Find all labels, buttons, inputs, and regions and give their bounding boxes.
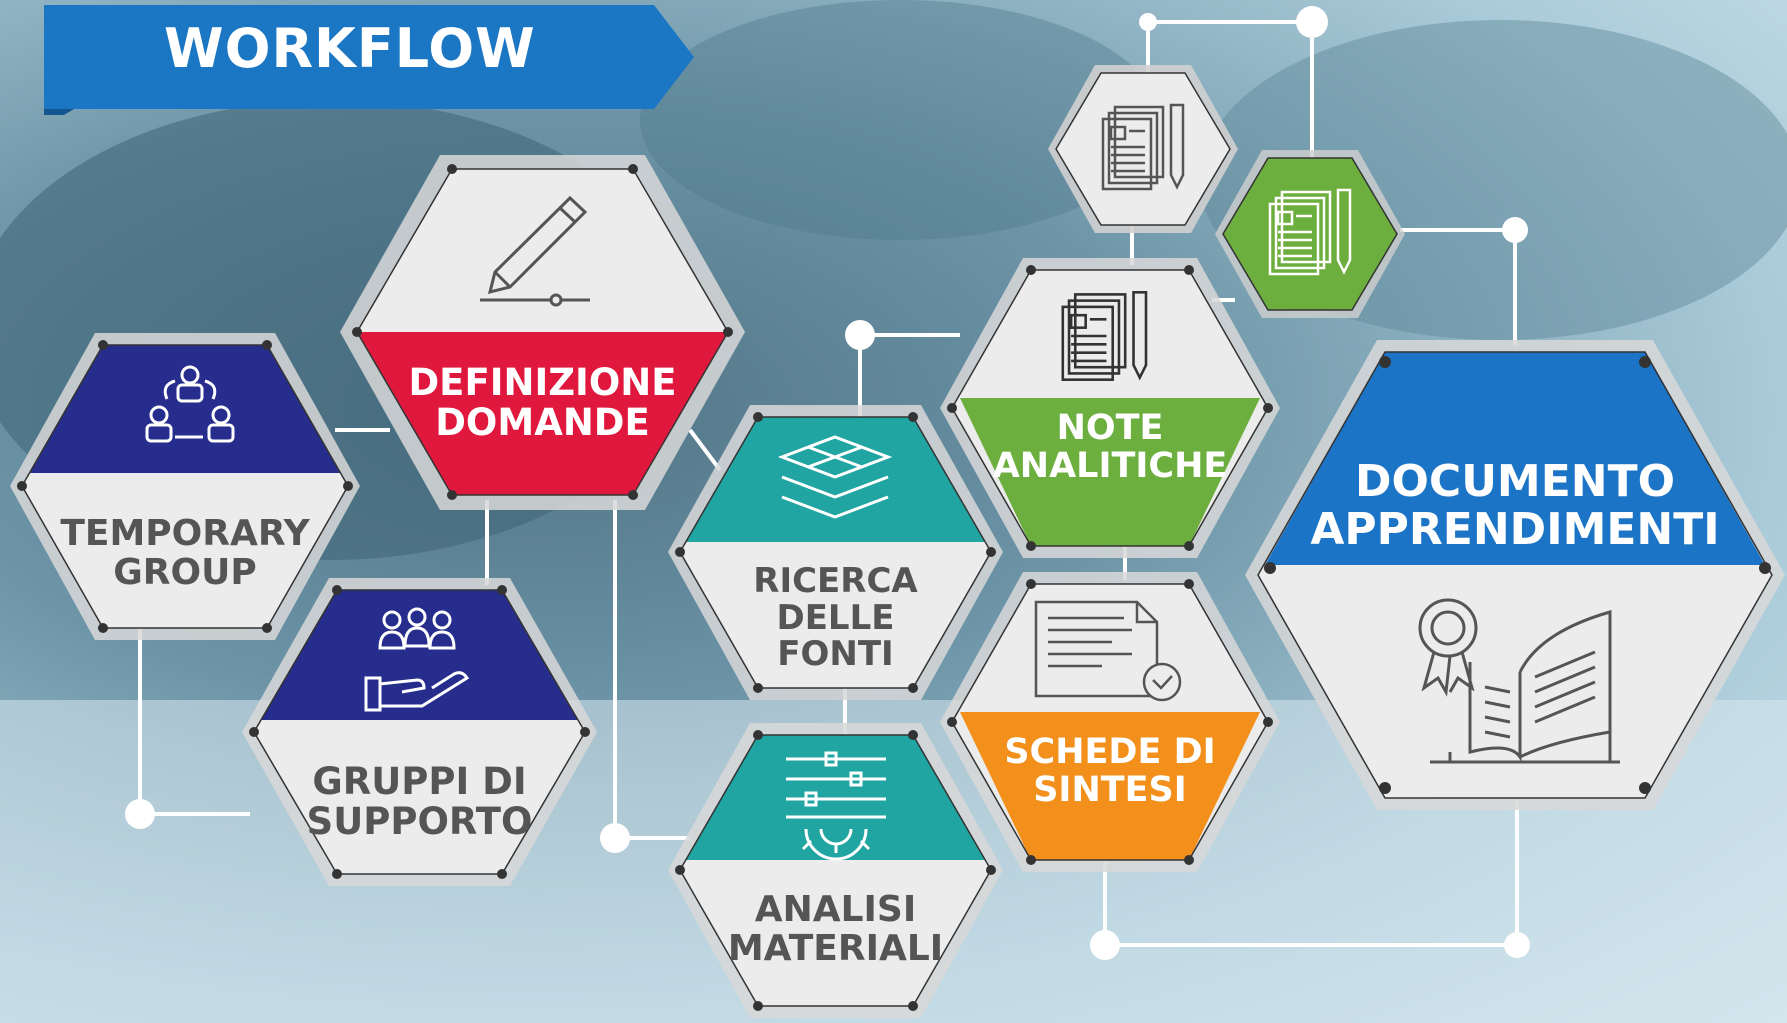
pencil-icon (480, 195, 590, 307)
ricerca-delle-fonti-label: RICERCA DELLE FONTI (753, 561, 918, 675)
workflow-banner: WORKFLOW (44, 5, 694, 127)
page-title: WORKFLOW (164, 17, 536, 80)
team-cycle-icon (145, 365, 235, 443)
hex-gruppi-di-supporto: GRUPPI DI SUPPORTO (242, 578, 597, 886)
document-check-icon (1034, 600, 1182, 702)
hex-ricerca-delle-fonti: RICERCA DELLE FONTI (668, 405, 1003, 700)
gruppi-di-supporto-label: GRUPPI DI SUPPORTO (306, 760, 533, 843)
hex-schede-di-sintesi: SCHEDE DI SINTESI (940, 572, 1280, 872)
hex-notes-green (1215, 150, 1405, 318)
analisi-materiali-label: ANALISI MATERIALI (727, 889, 944, 969)
notepad-pencil-icon (1268, 188, 1352, 276)
notepad-pencil-icon (1061, 291, 1148, 381)
definizione-domande-label: DEFINIZIONE DOMANDE (408, 361, 677, 444)
hex-temporary-group: TEMPORARY GROUP (10, 333, 360, 640)
note-analitiche-label: NOTE ANALITICHE (992, 408, 1228, 486)
hex-documento-apprendimenti: DOCUMENTO APPRENDIMENTI (1245, 340, 1785, 810)
layers-icon (777, 435, 893, 519)
notepad-pencil-icon (1101, 103, 1185, 191)
documento-apprendimenti-label: DOCUMENTO APPRENDIMENTI (1310, 456, 1720, 555)
hex-note-analitiche: NOTE ANALITICHE (940, 258, 1280, 558)
book-award-icon (1418, 598, 1620, 764)
hex-definizione-domande: DEFINIZIONE DOMANDE (340, 155, 745, 510)
hex-notes-gray (1048, 65, 1238, 233)
sliders-gear-icon (786, 751, 886, 861)
support-group-hand-icon (364, 607, 470, 712)
schede-di-sintesi-label: SCHEDE DI SINTESI (1004, 732, 1216, 810)
hex-analisi-materiali: ANALISI MATERIALI (668, 723, 1003, 1018)
temporary-group-label: TEMPORARY GROUP (60, 513, 310, 593)
